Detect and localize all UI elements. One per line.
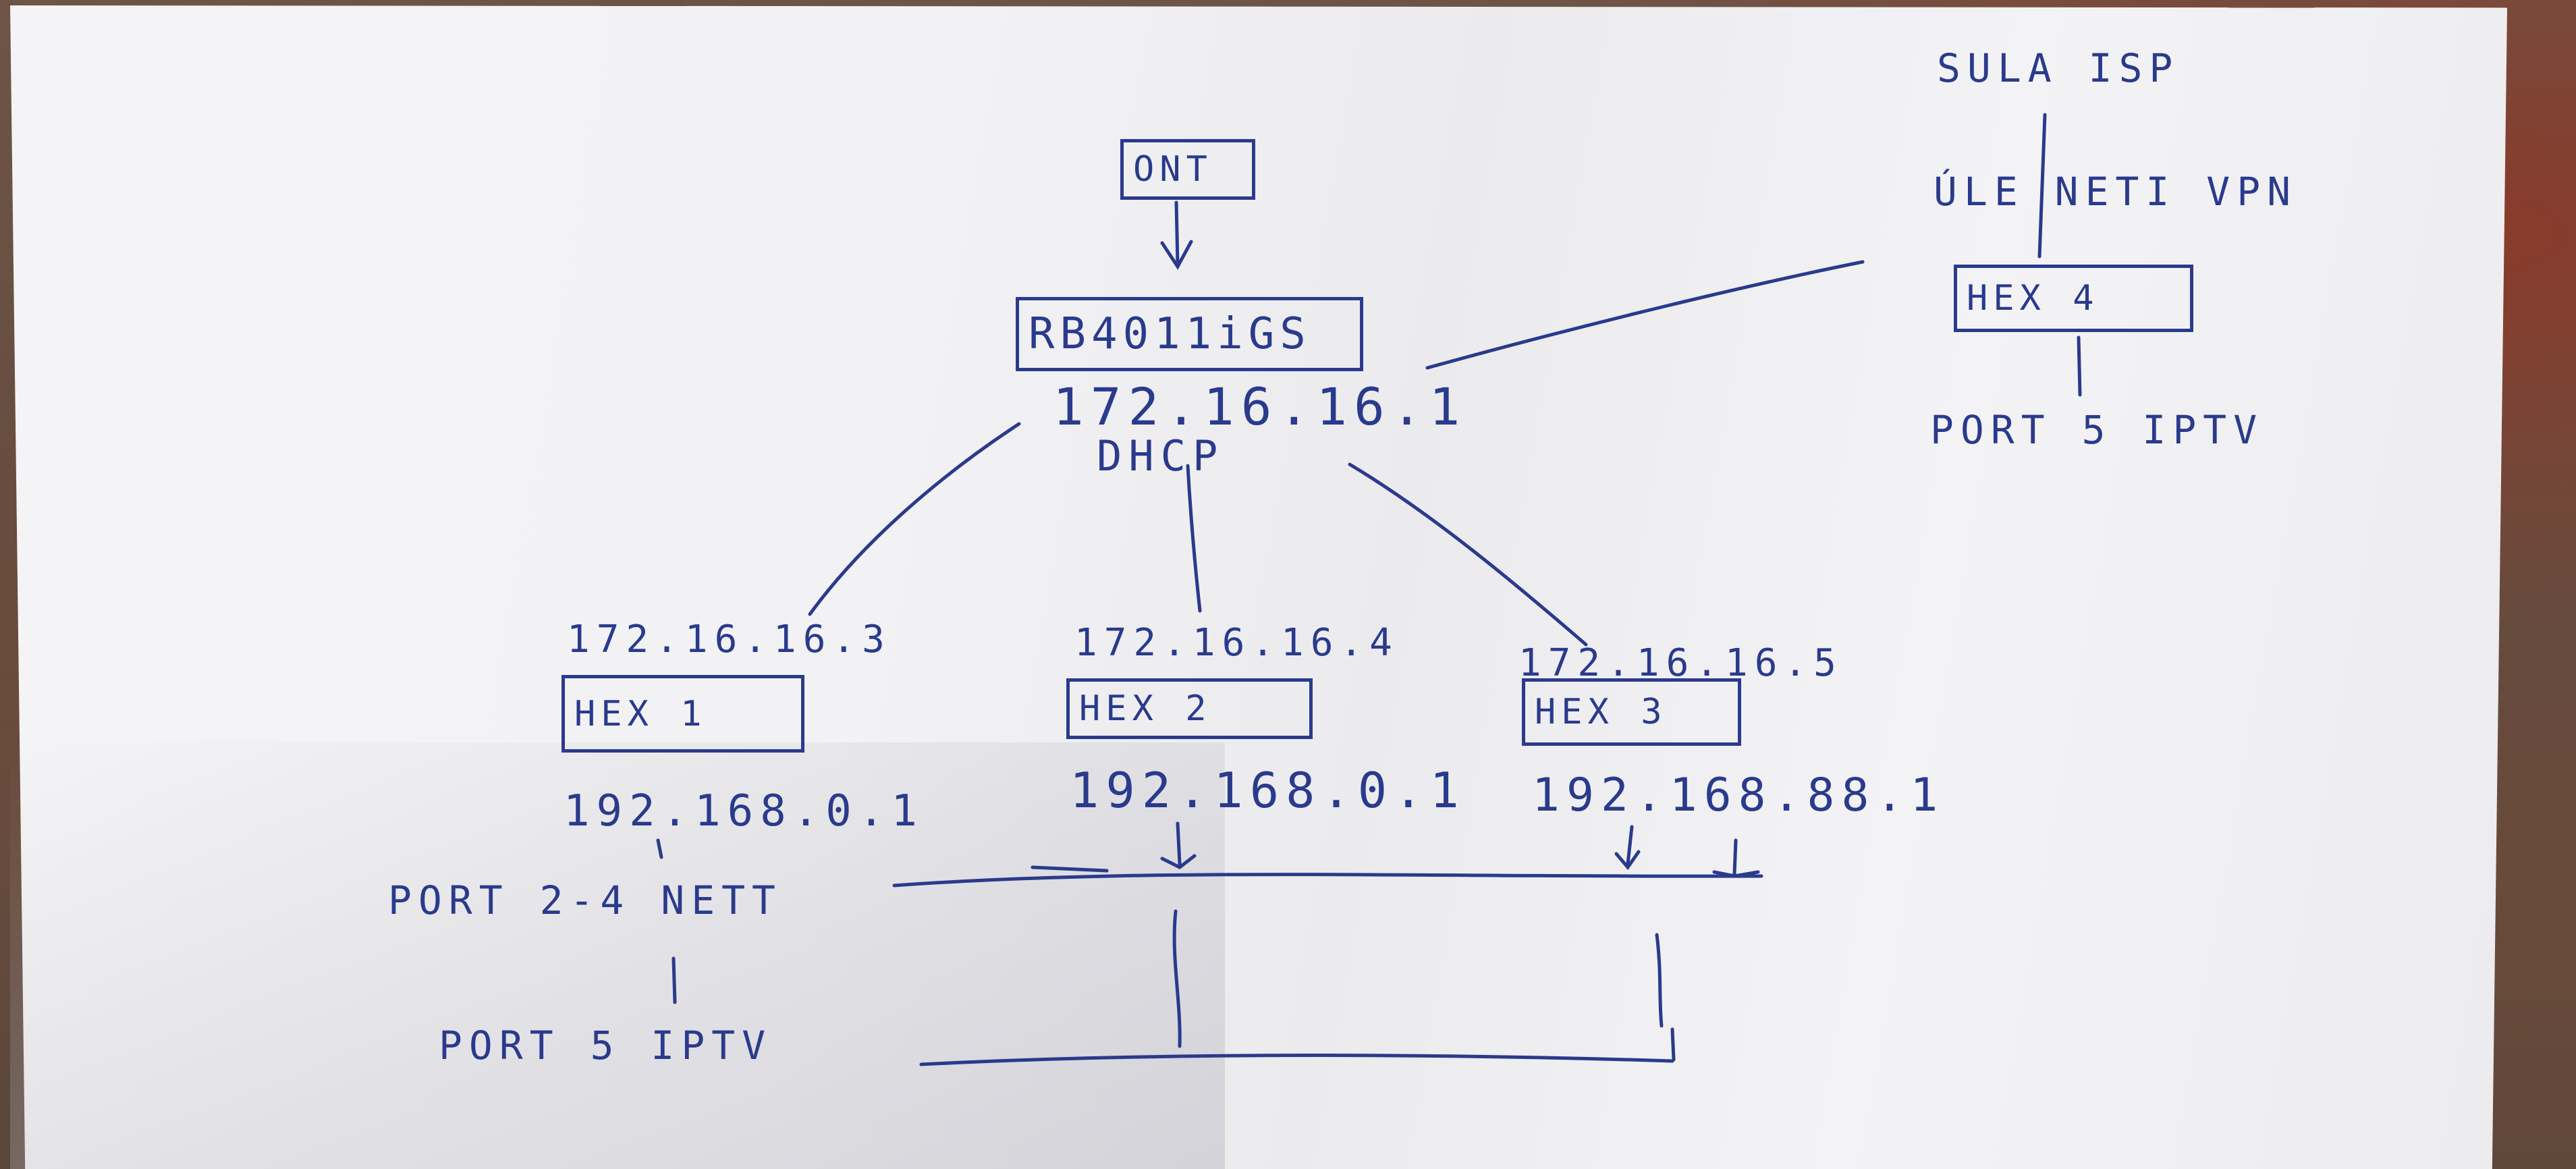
hex4-box: HEX 4 <box>1954 265 2193 332</box>
hex3-lan-ip: 192.168.88.1 <box>1532 769 1945 822</box>
arrow-hex2-bus-head <box>1160 854 1197 869</box>
hex4-uplink: SULA ISP <box>1937 45 2180 91</box>
hex2-lan-ip: 192.168.0.1 <box>1070 762 1466 819</box>
link-hex1-nett <box>672 956 677 1004</box>
arrow-hex3-bus-1 <box>1626 825 1634 866</box>
hex2-label: HEX 2 <box>1079 688 1212 729</box>
hex1-lan-ip: 192.168.0.1 <box>564 786 924 836</box>
router-box: RB4011iGS <box>1016 297 1363 371</box>
arrow-hex3-bus-2 <box>1732 838 1738 876</box>
tick-hex1 <box>656 838 663 859</box>
hex4-uplink-note: ÚLE NETI VPN <box>1934 169 2298 215</box>
ont-label: ONT <box>1133 149 1213 190</box>
bus-ticks-left <box>1031 865 1109 873</box>
router-label: RB4011iGS <box>1029 309 1311 359</box>
link-hex2-iptv <box>1172 909 1182 1048</box>
link-hex3-iptv-end <box>1670 1027 1676 1062</box>
router-ip: 172.16.16.1 <box>1053 377 1467 437</box>
hex4-port-note: PORT 5 IPTV <box>1930 407 2264 453</box>
port-nett-label: PORT 2-4 NETT <box>388 877 782 923</box>
bus-iptv <box>919 1054 1674 1066</box>
hex1-box: HEX 1 <box>561 675 804 753</box>
paper-sheet <box>10 5 2507 1169</box>
hex1-wan-ip: 172.16.16.3 <box>567 618 892 661</box>
hex3-label: HEX 3 <box>1535 692 1668 732</box>
bus-nett <box>892 873 1763 888</box>
arrow-ont-to-router-head <box>1160 240 1193 270</box>
hex3-box: HEX 3 <box>1522 678 1741 746</box>
ont-box: ONT <box>1120 139 1255 200</box>
link-router-hex1 <box>808 422 1021 616</box>
link-router-hex3 <box>1348 462 1588 647</box>
hex2-wan-ip: 172.16.16.4 <box>1074 621 1399 665</box>
arrow-hex3-bus-2-head <box>1712 870 1760 878</box>
link-router-hex4 <box>1425 260 1865 370</box>
link-hex4-port <box>2077 335 2082 397</box>
link-hex3-iptv <box>1655 933 1664 1028</box>
router-service: DHCP <box>1097 431 1225 481</box>
link-router-hex2 <box>1186 464 1202 613</box>
arrow-ont-to-router <box>1174 200 1180 267</box>
hex1-label: HEX 1 <box>574 693 707 734</box>
hex3-wan-ip: 172.16.16.5 <box>1518 641 1843 685</box>
hex4-label: HEX 4 <box>1967 278 2100 319</box>
port-iptv-label: PORT 5 IPTV <box>439 1023 773 1068</box>
arrow-hex3-bus-1-head <box>1614 850 1641 871</box>
link-isp-hex4 <box>2037 113 2047 259</box>
arrow-hex2-bus <box>1176 821 1182 866</box>
hex2-box: HEX 2 <box>1066 678 1313 739</box>
